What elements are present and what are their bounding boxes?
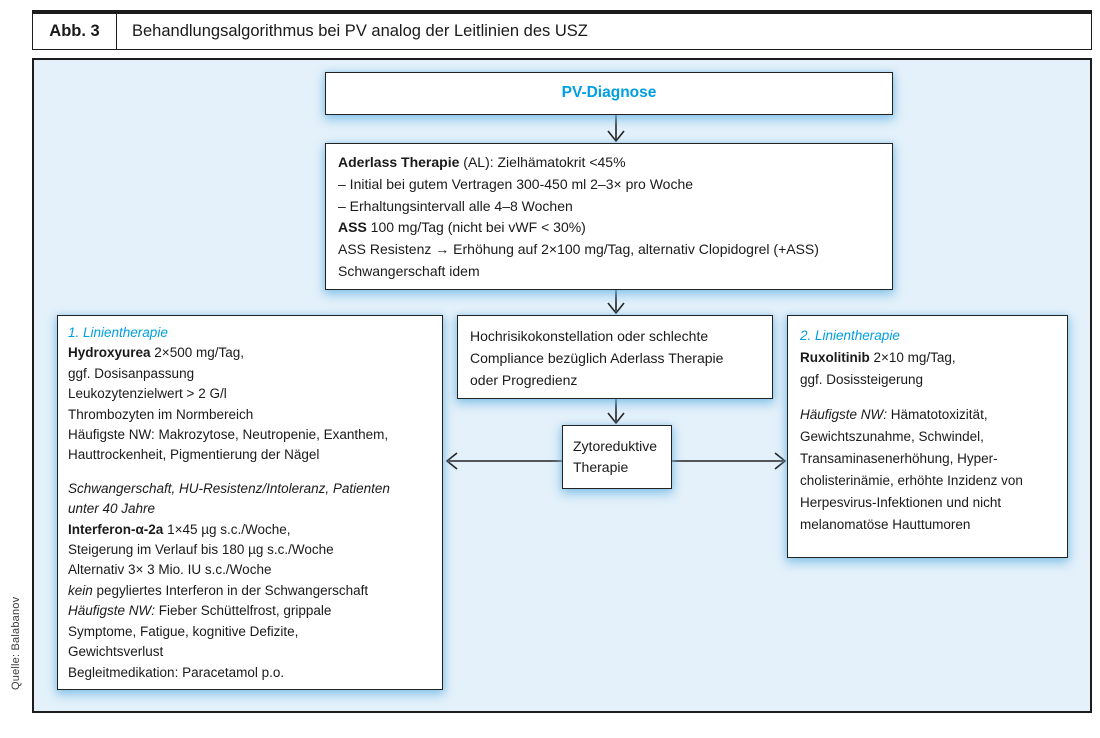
source-credit: Quelle: Balabanov — [10, 596, 22, 690]
figure-label: Abb. 3 — [33, 14, 117, 49]
node-aderlass-therapie: Aderlass Therapie (AL): Zielhämatokrit <… — [325, 143, 893, 290]
pv-diagnose-title: PV-Diagnose — [561, 84, 657, 102]
node-pv-diagnose: PV-Diagnose — [325, 72, 893, 115]
figure-title: Behandlungsalgorithmus bei PV analog der… — [132, 22, 588, 40]
figure-header: Abb. 3 Behandlungsalgorithmus bei PV ana… — [32, 10, 1092, 50]
